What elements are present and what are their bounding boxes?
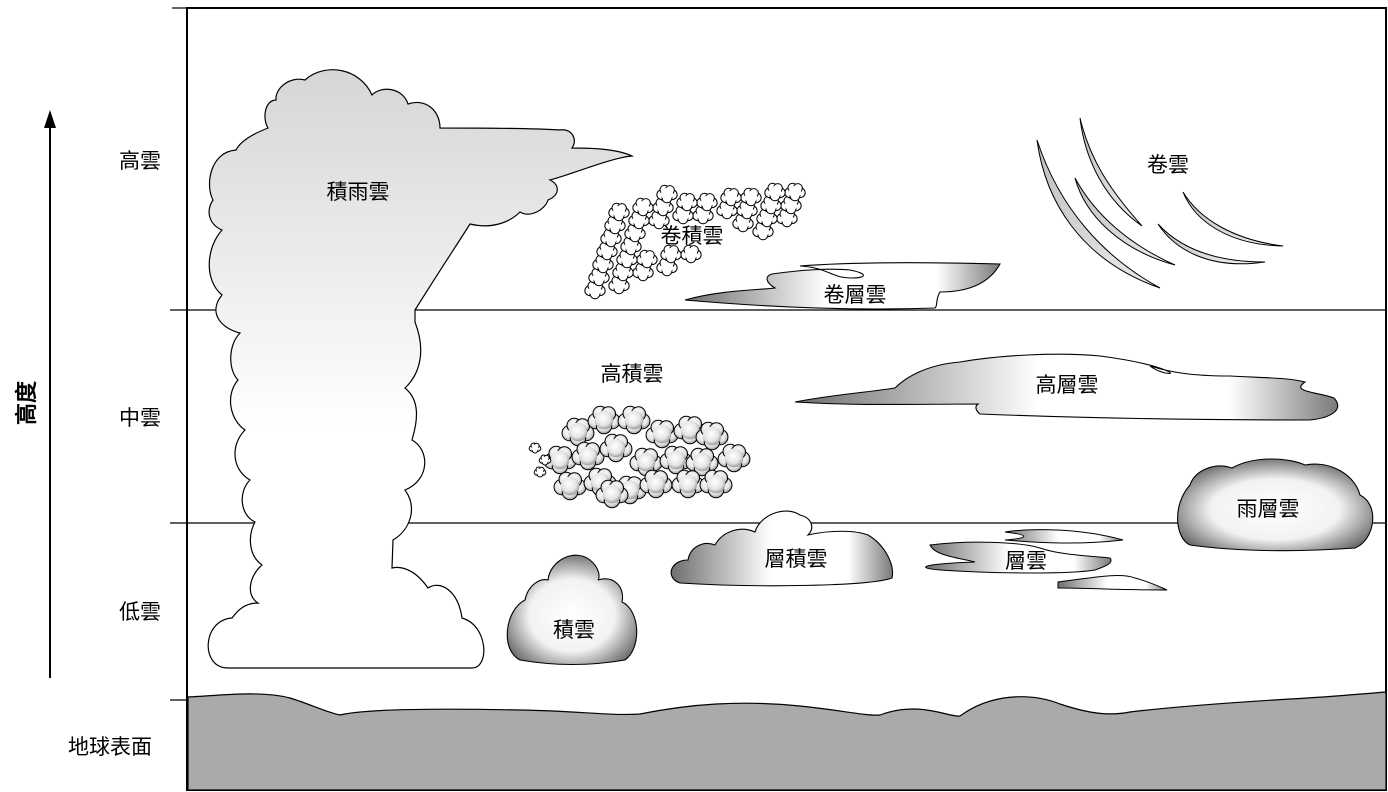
axis-label: 高度	[14, 380, 40, 425]
altocumulus-cloud	[528, 405, 751, 509]
cloud-puff	[604, 215, 626, 235]
cloud-puff	[612, 262, 634, 282]
cloud-puff	[696, 192, 718, 212]
cloud-puff	[659, 445, 693, 475]
cloud-puff	[717, 443, 751, 473]
stratocumulus-cloud	[670, 510, 894, 587]
level-label-middle: 中雲	[119, 406, 161, 430]
cloud-puff	[776, 208, 798, 228]
cumulus-cloud	[506, 554, 638, 666]
cloud-puff	[645, 419, 679, 449]
cloud-puff	[632, 197, 654, 217]
cloud-puff	[680, 244, 702, 264]
stratus-cloud	[925, 529, 1168, 591]
cloud-puff	[632, 262, 654, 282]
cloud-puff	[716, 200, 738, 220]
cloud-puff	[617, 405, 651, 435]
cloud-puff	[695, 421, 729, 451]
label-stratocumulus: 層積雲	[765, 547, 828, 571]
cloud-puff	[629, 447, 663, 477]
cloud-puff	[639, 469, 673, 499]
cirrostratus-cloud	[684, 262, 1001, 310]
cloud-puff	[616, 249, 638, 269]
cloud-puff	[636, 249, 658, 269]
label-cumulonimbus: 積雨雲	[327, 180, 390, 204]
nimbostratus-cloud	[1177, 458, 1374, 552]
cloud-puff	[599, 433, 633, 463]
cloud-puff	[740, 187, 762, 207]
label-stratus: 層雲	[1005, 549, 1047, 573]
cloud-puff	[571, 441, 605, 471]
cloud-puff	[600, 228, 622, 248]
cloud-puff	[533, 466, 547, 478]
cloud-puff	[588, 267, 610, 287]
label-cirrostratus: 卷層雲	[824, 283, 887, 307]
level-label-low: 低雲	[119, 600, 161, 624]
cloud-puff	[660, 244, 682, 264]
label-nimbostratus: 雨層雲	[1237, 497, 1300, 521]
cirrocumulus-cloud	[584, 182, 806, 300]
cloud-puff	[760, 195, 782, 215]
cloud-puff	[756, 208, 778, 228]
cloud-puff	[561, 417, 595, 447]
cloud-puff	[587, 405, 621, 435]
cloud-puff	[676, 192, 698, 212]
cloud-puff	[652, 197, 674, 217]
cloud-puff	[699, 469, 733, 499]
altostratus-cloud	[794, 353, 1339, 421]
cloud-puff	[736, 200, 758, 220]
arrow-up-icon	[44, 110, 56, 678]
cirrus-cloud	[1036, 117, 1284, 289]
cloud-puff	[671, 469, 705, 499]
label-cumulus: 積雲	[553, 618, 595, 642]
cumulonimbus-cloud	[207, 69, 635, 669]
cloud-puff	[528, 442, 542, 454]
cloud-puff	[592, 254, 614, 274]
level-label-high: 高雲	[119, 149, 161, 173]
label-cirrocumulus: 卷積雲	[661, 224, 724, 248]
label-cirrus: 卷雲	[1147, 153, 1189, 177]
label-altocumulus: 高積雲	[601, 362, 664, 386]
cloud-puff	[608, 202, 630, 222]
cloud-puff	[656, 184, 678, 204]
cloud-puff	[685, 447, 719, 477]
label-altostratus: 高層雲	[1036, 373, 1099, 397]
cloud-puff	[553, 471, 587, 501]
cloud-puff	[595, 479, 629, 509]
earth-surface	[187, 691, 1387, 791]
cloud-puff	[764, 182, 786, 202]
cloud-puff	[538, 454, 552, 466]
cloud-puff	[720, 187, 742, 207]
level-label-surface: 地球表面	[68, 735, 152, 759]
cloud-puff	[784, 182, 806, 202]
